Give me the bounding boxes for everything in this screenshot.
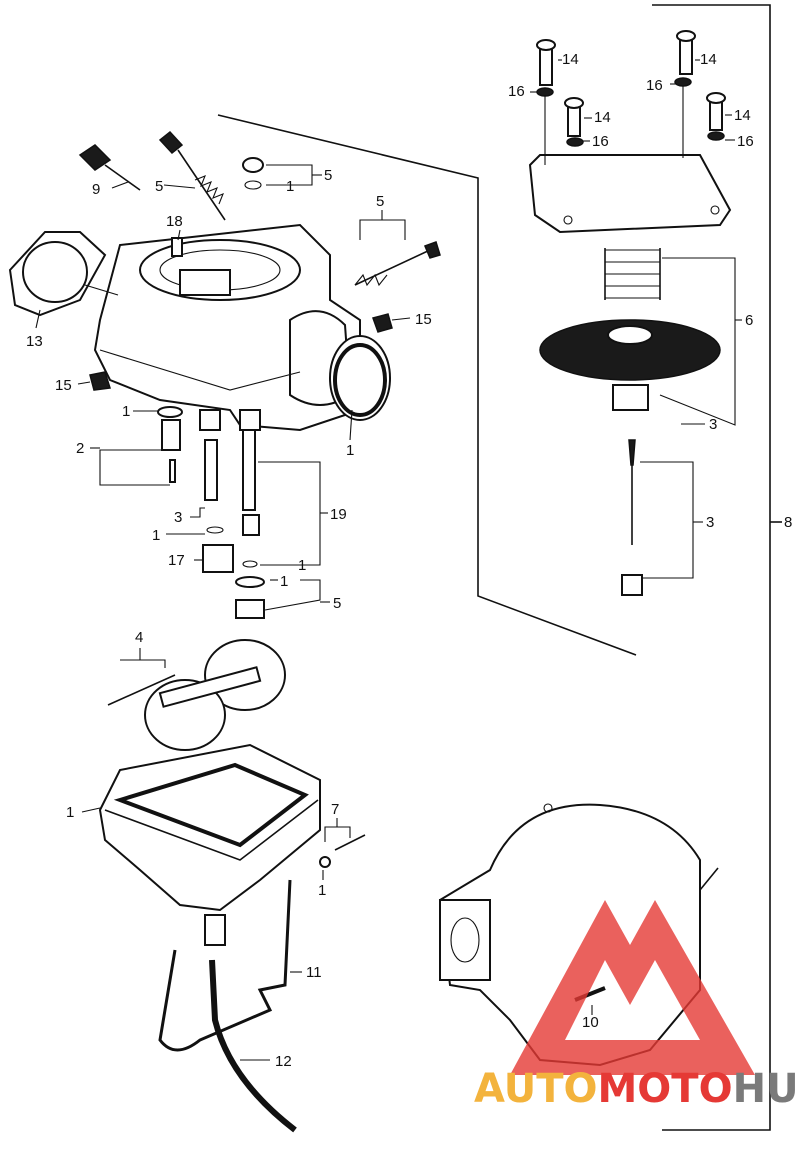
callout-7: 7 [331,801,339,818]
callout-1: 1 [66,804,74,821]
callout-18: 18 [166,213,183,230]
jet-stack [157,406,265,619]
callout-1: 1 [298,557,306,574]
callout-1: 1 [280,573,288,590]
callout-4: 4 [135,629,143,646]
flange-gasket [8,231,119,317]
callout-6: 6 [745,312,753,329]
callout-16: 16 [592,133,609,150]
callout-1: 1 [122,403,130,420]
leader-lines [35,59,742,1061]
callout-12: 12 [275,1053,292,1070]
automotohub-logo-mark [510,900,755,1075]
callout-1: 1 [346,442,354,459]
callout-5: 5 [324,167,332,184]
callout-16: 16 [737,133,754,150]
callout-16: 16 [508,83,525,100]
callout-14: 14 [734,107,751,124]
callout-1: 1 [152,527,160,544]
callout-10: 10 [582,1014,599,1031]
callout-5: 5 [376,193,384,210]
carburetor-assembly-view [438,803,719,1067]
callout-2: 2 [76,440,84,457]
callout-15: 15 [415,311,432,328]
callout-5: 5 [155,178,163,195]
upper-small-parts [78,130,441,417]
callout-13: 13 [26,333,43,350]
callout-16: 16 [646,77,663,94]
callout-14: 14 [700,51,717,68]
callout-17: 17 [168,552,185,569]
callout-1: 1 [286,178,294,195]
callout-11: 11 [306,964,322,981]
callout-8: 8 [784,514,792,531]
callout-labels: 14 16 14 16 14 16 14 16 9 5 1 5 5 18 13 … [26,51,792,1070]
callout-14: 14 [594,109,611,126]
callout-3: 3 [174,509,182,526]
callout-3: 3 [709,416,717,433]
assembly-bracket-lines [217,4,782,1131]
watermark-brand: AUTOMOTOHUB [474,1066,800,1112]
callout-5: 5 [333,595,341,612]
vacuum-piston-assembly [528,30,732,596]
callout-3: 3 [706,514,714,531]
callout-15: 15 [55,377,72,394]
callout-14: 14 [562,51,579,68]
float-bowl-assembly [98,639,366,1133]
callout-19: 19 [330,506,347,523]
callout-9: 9 [92,181,100,198]
callout-1: 1 [318,882,326,899]
